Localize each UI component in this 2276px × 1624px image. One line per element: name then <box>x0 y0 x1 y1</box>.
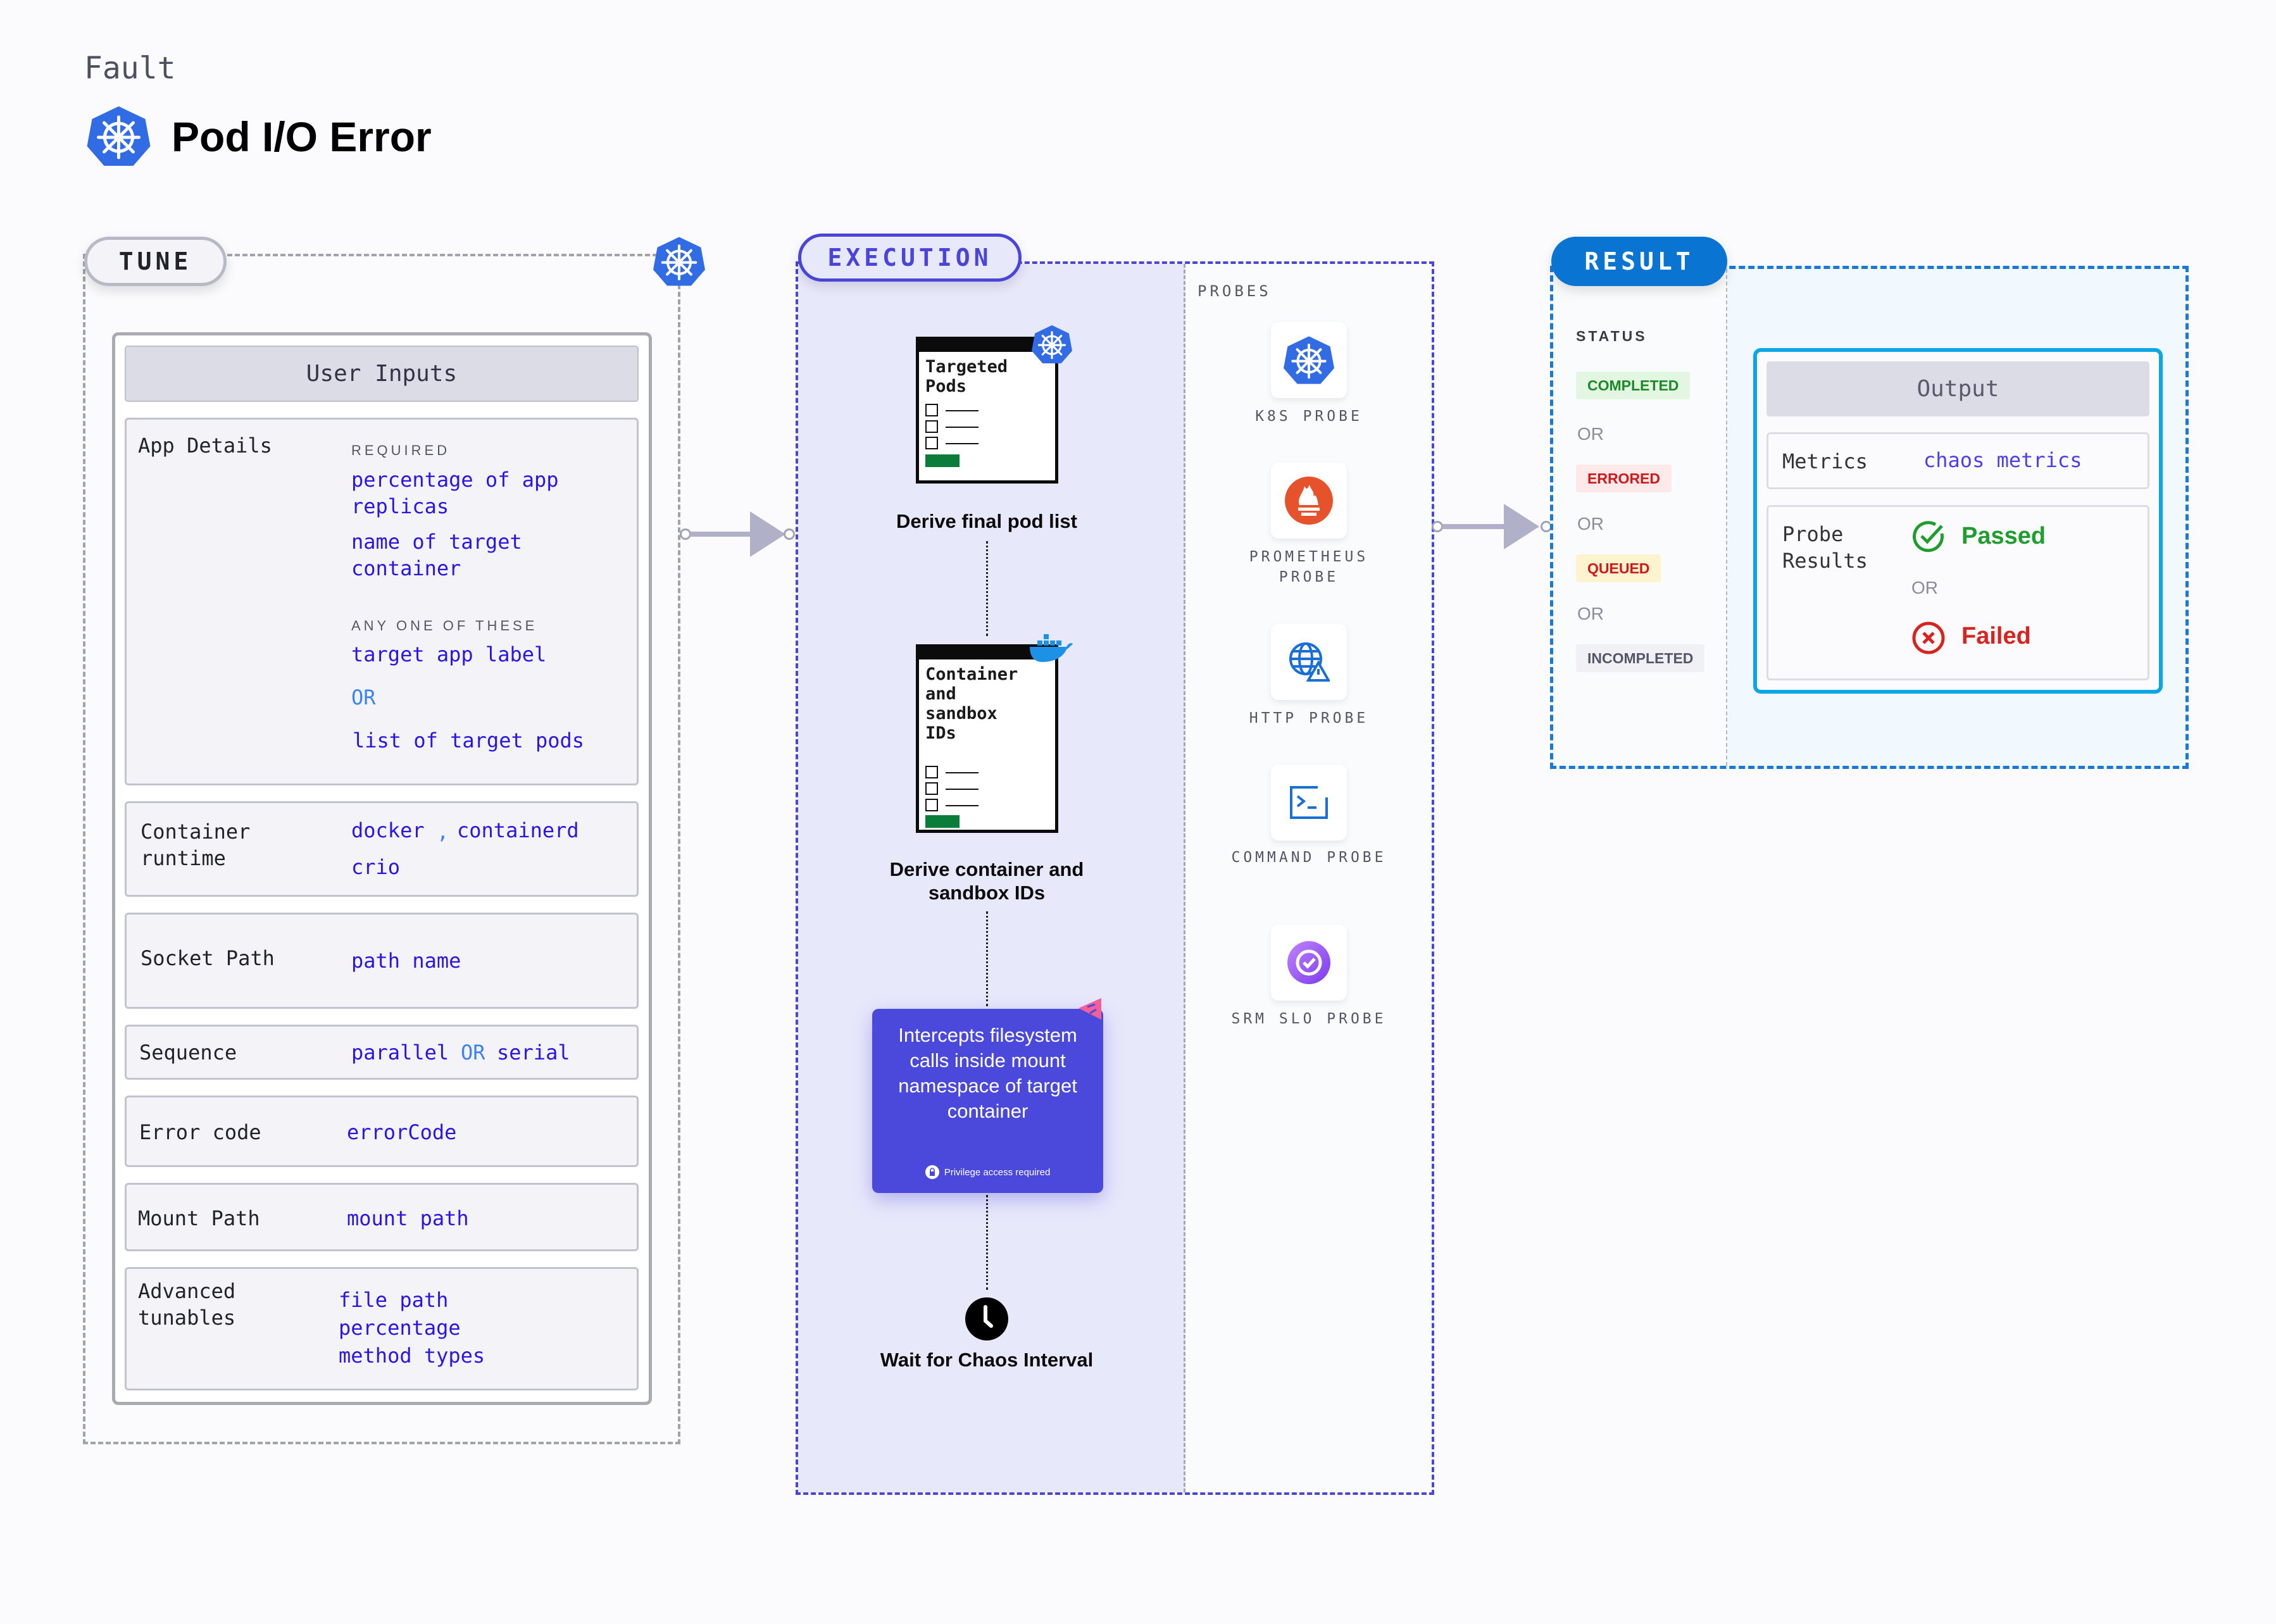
error-code-row: Error code errorCode <box>125 1096 639 1167</box>
input-value: containerd <box>457 818 579 842</box>
or-separator: OR <box>1911 578 1938 597</box>
status-caption: STATUS <box>1576 328 1648 344</box>
chaos-injection-step: Intercepts filesystem calls inside mount… <box>872 1009 1103 1193</box>
input-value: mount path <box>347 1206 469 1230</box>
input-value: docker <box>351 818 425 842</box>
flow-connector <box>986 541 988 636</box>
tune-pill: TUNE <box>84 237 227 286</box>
metrics-label: Metrics <box>1782 449 1868 473</box>
step-label: Derive container and sandbox IDs <box>889 858 1084 904</box>
input-value: percentage of app replicas <box>351 468 559 518</box>
required-caption: REQUIRED <box>351 442 451 458</box>
sequence-row: Sequence parallel OR serial <box>125 1025 639 1080</box>
status-badge-errored: ERRORED <box>1576 465 1672 492</box>
x-circle-icon <box>1912 621 1945 654</box>
kubernetes-icon <box>1032 324 1072 365</box>
step-text: Intercepts filesystem calls inside mount… <box>898 1024 1077 1122</box>
flow-connector <box>986 1195 988 1290</box>
row-label: Container runtime <box>141 820 251 870</box>
privilege-text: Privilege access required <box>944 1166 1051 1178</box>
mount-path-row: Mount Path mount path <box>125 1183 639 1251</box>
or-separator: OR <box>1577 514 1604 534</box>
input-value: crio <box>351 855 401 879</box>
prometheus-probe-card[interactable] <box>1271 463 1347 539</box>
probes-caption: PROBES <box>1197 282 1272 300</box>
or-separator: OR <box>1577 604 1604 623</box>
or-separator: OR <box>461 1040 485 1065</box>
probe-results-label: Probe Results <box>1782 522 1868 573</box>
chaos-icon <box>1079 998 1101 1020</box>
http-globe-icon <box>1289 642 1330 682</box>
metrics-row: Metrics chaos metrics <box>1766 432 2149 489</box>
separator: , <box>437 820 449 844</box>
app-details-row: App Details REQUIRED percentage of app r… <box>125 418 639 785</box>
input-value: errorCode <box>347 1120 457 1144</box>
k8s-probe-card[interactable] <box>1271 322 1347 398</box>
probe-label: HTTP PROBE <box>1249 710 1369 727</box>
slo-icon <box>1287 941 1330 984</box>
input-value: percentage <box>339 1316 461 1340</box>
terminal-icon <box>1290 786 1328 819</box>
kubernetes-icon <box>653 235 705 287</box>
row-label: Mount Path <box>138 1206 260 1230</box>
passed-text: Passed <box>1961 523 2046 549</box>
input-value: file path <box>339 1288 449 1312</box>
execution-pill: EXECUTION <box>798 234 1022 282</box>
probe-label: SRM SLO PROBE <box>1231 1011 1387 1027</box>
clock-icon <box>965 1297 1008 1340</box>
step-label: Derive final pod list <box>896 510 1077 532</box>
privilege-note: Privilege access required <box>872 1165 1103 1179</box>
input-value: name of target container <box>351 530 522 580</box>
http-probe-card[interactable] <box>1271 624 1347 700</box>
container-runtime-row: Container runtime docker , containerd cr… <box>125 801 639 897</box>
socket-path-row: Socket Path path name <box>125 913 639 1009</box>
docker-icon <box>1030 634 1073 662</box>
lock-icon <box>925 1165 939 1179</box>
row-label: App Details <box>138 434 272 458</box>
input-value: parallel <box>351 1040 449 1065</box>
input-value: path name <box>351 949 461 973</box>
probe-label: K8S PROBE <box>1255 408 1363 425</box>
page-title: Pod I/O Error <box>172 113 432 160</box>
tune-section <box>83 254 680 1444</box>
container-ids-card: Container and sandbox IDs <box>916 644 1058 833</box>
failed-text: Failed <box>1961 623 2031 649</box>
targeted-pods-card: Targeted Pods <box>916 337 1058 484</box>
advanced-tunables-row: Advanced tunables file path percentage m… <box>125 1267 639 1390</box>
card-title: Targeted Pods <box>925 357 1008 396</box>
flow-connector <box>986 911 988 1006</box>
command-probe-card[interactable] <box>1271 765 1347 840</box>
check-circle-icon <box>1913 521 1944 553</box>
category-label: Fault <box>84 51 176 86</box>
status-badge-completed: COMPLETED <box>1576 372 1691 399</box>
kubernetes-icon <box>1284 335 1334 385</box>
row-label: Advanced tunables <box>138 1279 236 1330</box>
row-label: Socket Path <box>141 946 275 970</box>
result-pill: RESULT <box>1551 237 1727 286</box>
prometheus-icon <box>1285 477 1333 525</box>
row-label: Sequence <box>139 1040 237 1065</box>
status-badge-queued: QUEUED <box>1576 554 1661 582</box>
output-title: Output <box>1766 361 2149 416</box>
metrics-value: chaos metrics <box>1923 448 2082 472</box>
card-title: Container and sandbox IDs <box>925 665 1018 743</box>
input-value: list of target pods <box>353 728 585 753</box>
probe-label: COMMAND PROBE <box>1231 849 1387 866</box>
input-value: method types <box>339 1344 485 1368</box>
or-separator: OR <box>1577 424 1604 444</box>
input-value: serial <box>497 1040 570 1065</box>
kubernetes-icon <box>87 104 151 168</box>
srm-slo-probe-card[interactable] <box>1271 925 1347 1001</box>
status-column <box>1553 269 1727 766</box>
status-badge-incompleted: INCOMPLETED <box>1576 644 1705 672</box>
probe-label: PROMETHEUS PROBE <box>1249 549 1369 585</box>
step-label: Wait for Chaos Interval <box>880 1349 1094 1371</box>
any-caption: ANY ONE OF THESE <box>351 618 538 634</box>
input-value: target app label <box>351 642 547 666</box>
row-label: Error code <box>139 1120 261 1144</box>
or-separator: OR <box>351 685 376 709</box>
probe-results-row: Probe Results Passed OR Failed <box>1766 505 2149 680</box>
user-inputs-title: User Inputs <box>125 346 639 402</box>
